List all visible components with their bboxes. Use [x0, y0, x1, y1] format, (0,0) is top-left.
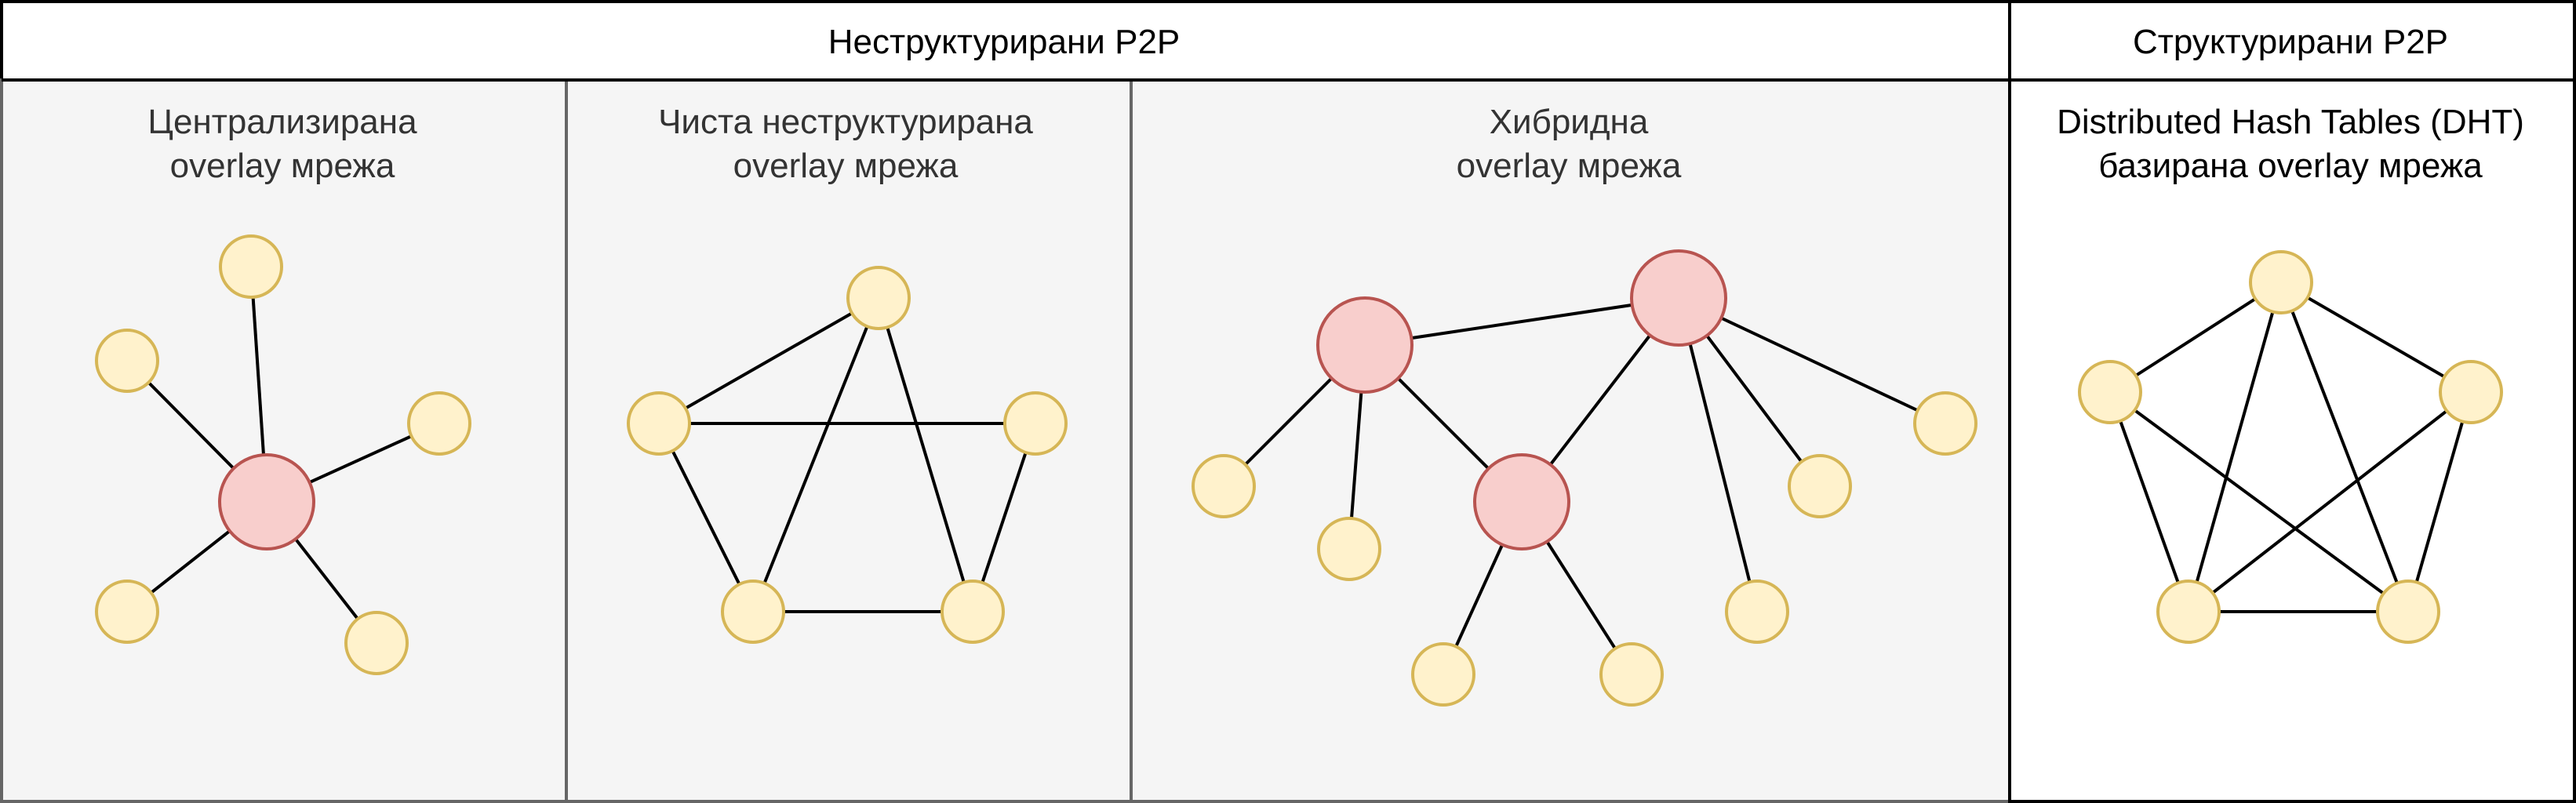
peer-node — [2078, 360, 2142, 424]
peer-node — [2156, 580, 2221, 644]
peer-node — [1599, 642, 1664, 707]
peer-node — [721, 580, 785, 644]
header-structured-label: Структурирани P2P — [2133, 23, 2448, 61]
hybrid-network — [1192, 249, 1977, 707]
peer-node — [1317, 517, 1381, 581]
dht-network — [2078, 250, 2503, 644]
peer-node — [1913, 391, 1977, 456]
network-edge — [1678, 296, 1946, 425]
network-edge — [2108, 391, 2410, 613]
header-unstructured-label: Неструктурирани P2P — [828, 23, 1181, 61]
peer-node — [219, 234, 283, 299]
network-edge — [2279, 281, 2472, 394]
peer-node — [1003, 391, 1068, 456]
panel-title-hybrid-line2: overlay мрежа — [1457, 147, 1682, 185]
peer-node — [1192, 454, 1256, 518]
central-server-node — [218, 453, 315, 550]
header-structured-box — [2008, 0, 2576, 82]
panel-title-pure-line1: Чиста неструктурирана — [658, 103, 1033, 141]
network-edge — [1364, 296, 1679, 347]
peer-node — [627, 391, 691, 456]
peer-node — [1788, 454, 1852, 518]
peer-node — [95, 580, 159, 644]
peer-node — [2439, 360, 2503, 424]
network-edge — [751, 297, 880, 612]
network-edge — [2108, 391, 2190, 612]
network-edge — [1677, 297, 1759, 612]
panel-title-hybrid-line1: Хибридна — [1490, 103, 1649, 141]
peer-node — [1411, 642, 1475, 707]
network-edge — [2407, 391, 2472, 612]
network-edge — [2187, 282, 2283, 612]
super-peer-node — [1316, 296, 1414, 394]
super-peer-node — [1630, 249, 1727, 347]
peer-node — [941, 580, 1005, 644]
panel-title-dht-line2: базирана overlay мрежа — [2098, 147, 2483, 185]
panel-dht — [2008, 78, 2576, 803]
network-edge — [657, 423, 755, 612]
peer-node — [846, 266, 911, 330]
panel-title-centralized-line2: overlay мрежа — [170, 147, 395, 185]
panel-centralized — [0, 78, 568, 803]
network-edge — [2187, 391, 2472, 613]
peer-node — [2376, 580, 2440, 644]
peer-node — [2249, 250, 2313, 314]
network-edge — [2108, 281, 2283, 394]
peer-node — [407, 391, 471, 456]
peer-node — [344, 611, 409, 675]
centralized-network — [95, 234, 471, 675]
network-edge — [2279, 282, 2410, 612]
header-unstructured-box — [0, 0, 2011, 82]
panel-title-pure-line2: overlay мрежа — [733, 147, 959, 185]
peer-node — [1725, 580, 1789, 644]
network-edge — [658, 296, 879, 425]
panel-title-dht-line1: Distributed Hash Tables (DHT) — [2057, 103, 2524, 141]
pure-unstructured-network — [627, 266, 1068, 644]
peer-node — [95, 329, 159, 393]
panel-title-centralized-line1: Централизирана — [147, 103, 417, 141]
super-peer-node — [1473, 453, 1570, 550]
network-edge — [877, 297, 974, 612]
network-edge — [971, 423, 1037, 612]
